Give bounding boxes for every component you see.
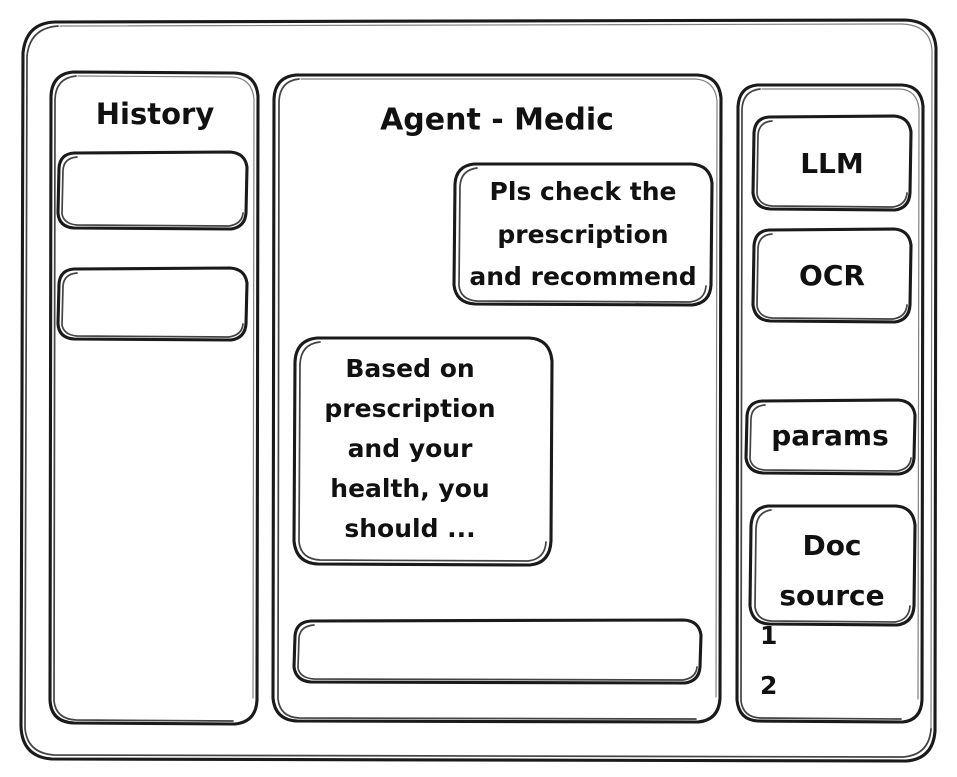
assistant-message-line-2: prescription xyxy=(324,394,495,423)
assistant-message-line-1: Based on xyxy=(345,354,474,383)
user-message-line-2: prescription xyxy=(497,220,668,249)
params-button-label: params xyxy=(771,419,888,452)
params-button[interactable]: params xyxy=(744,398,917,476)
message-input[interactable] xyxy=(292,618,703,685)
history-title: History xyxy=(96,97,215,131)
user-message-line-1: Pls check the xyxy=(490,177,677,206)
doc-source-item-1[interactable]: 1 xyxy=(760,621,777,650)
window-frame xyxy=(19,18,938,763)
main-panel xyxy=(271,73,723,724)
assistant-message-bubble: Based on prescription and your health, y… xyxy=(292,336,554,567)
assistant-message-line-4: health, you xyxy=(330,474,489,503)
doc-source-line-1: Doc xyxy=(802,529,861,562)
user-message-line-3: and recommend xyxy=(469,262,696,291)
assistant-message-line-5: should ... xyxy=(344,514,475,543)
doc-source-item-2[interactable]: 2 xyxy=(760,671,777,700)
llm-button-label: LLM xyxy=(800,147,864,180)
doc-source-box[interactable]: Doc source xyxy=(748,504,917,627)
tools-panel xyxy=(735,83,925,724)
ocr-button[interactable]: OCR xyxy=(751,227,913,324)
history-item-1[interactable] xyxy=(56,150,249,231)
agent-title: Agent - Medic xyxy=(380,103,614,138)
doc-source-line-2: source xyxy=(779,579,884,612)
ocr-button-label: OCR xyxy=(799,259,865,292)
history-panel xyxy=(48,70,260,726)
llm-button[interactable]: LLM xyxy=(751,114,913,212)
history-item-2[interactable] xyxy=(56,266,249,342)
assistant-message-line-3: and your xyxy=(348,434,474,463)
user-message-bubble: Pls check the prescription and recommend xyxy=(452,162,714,307)
